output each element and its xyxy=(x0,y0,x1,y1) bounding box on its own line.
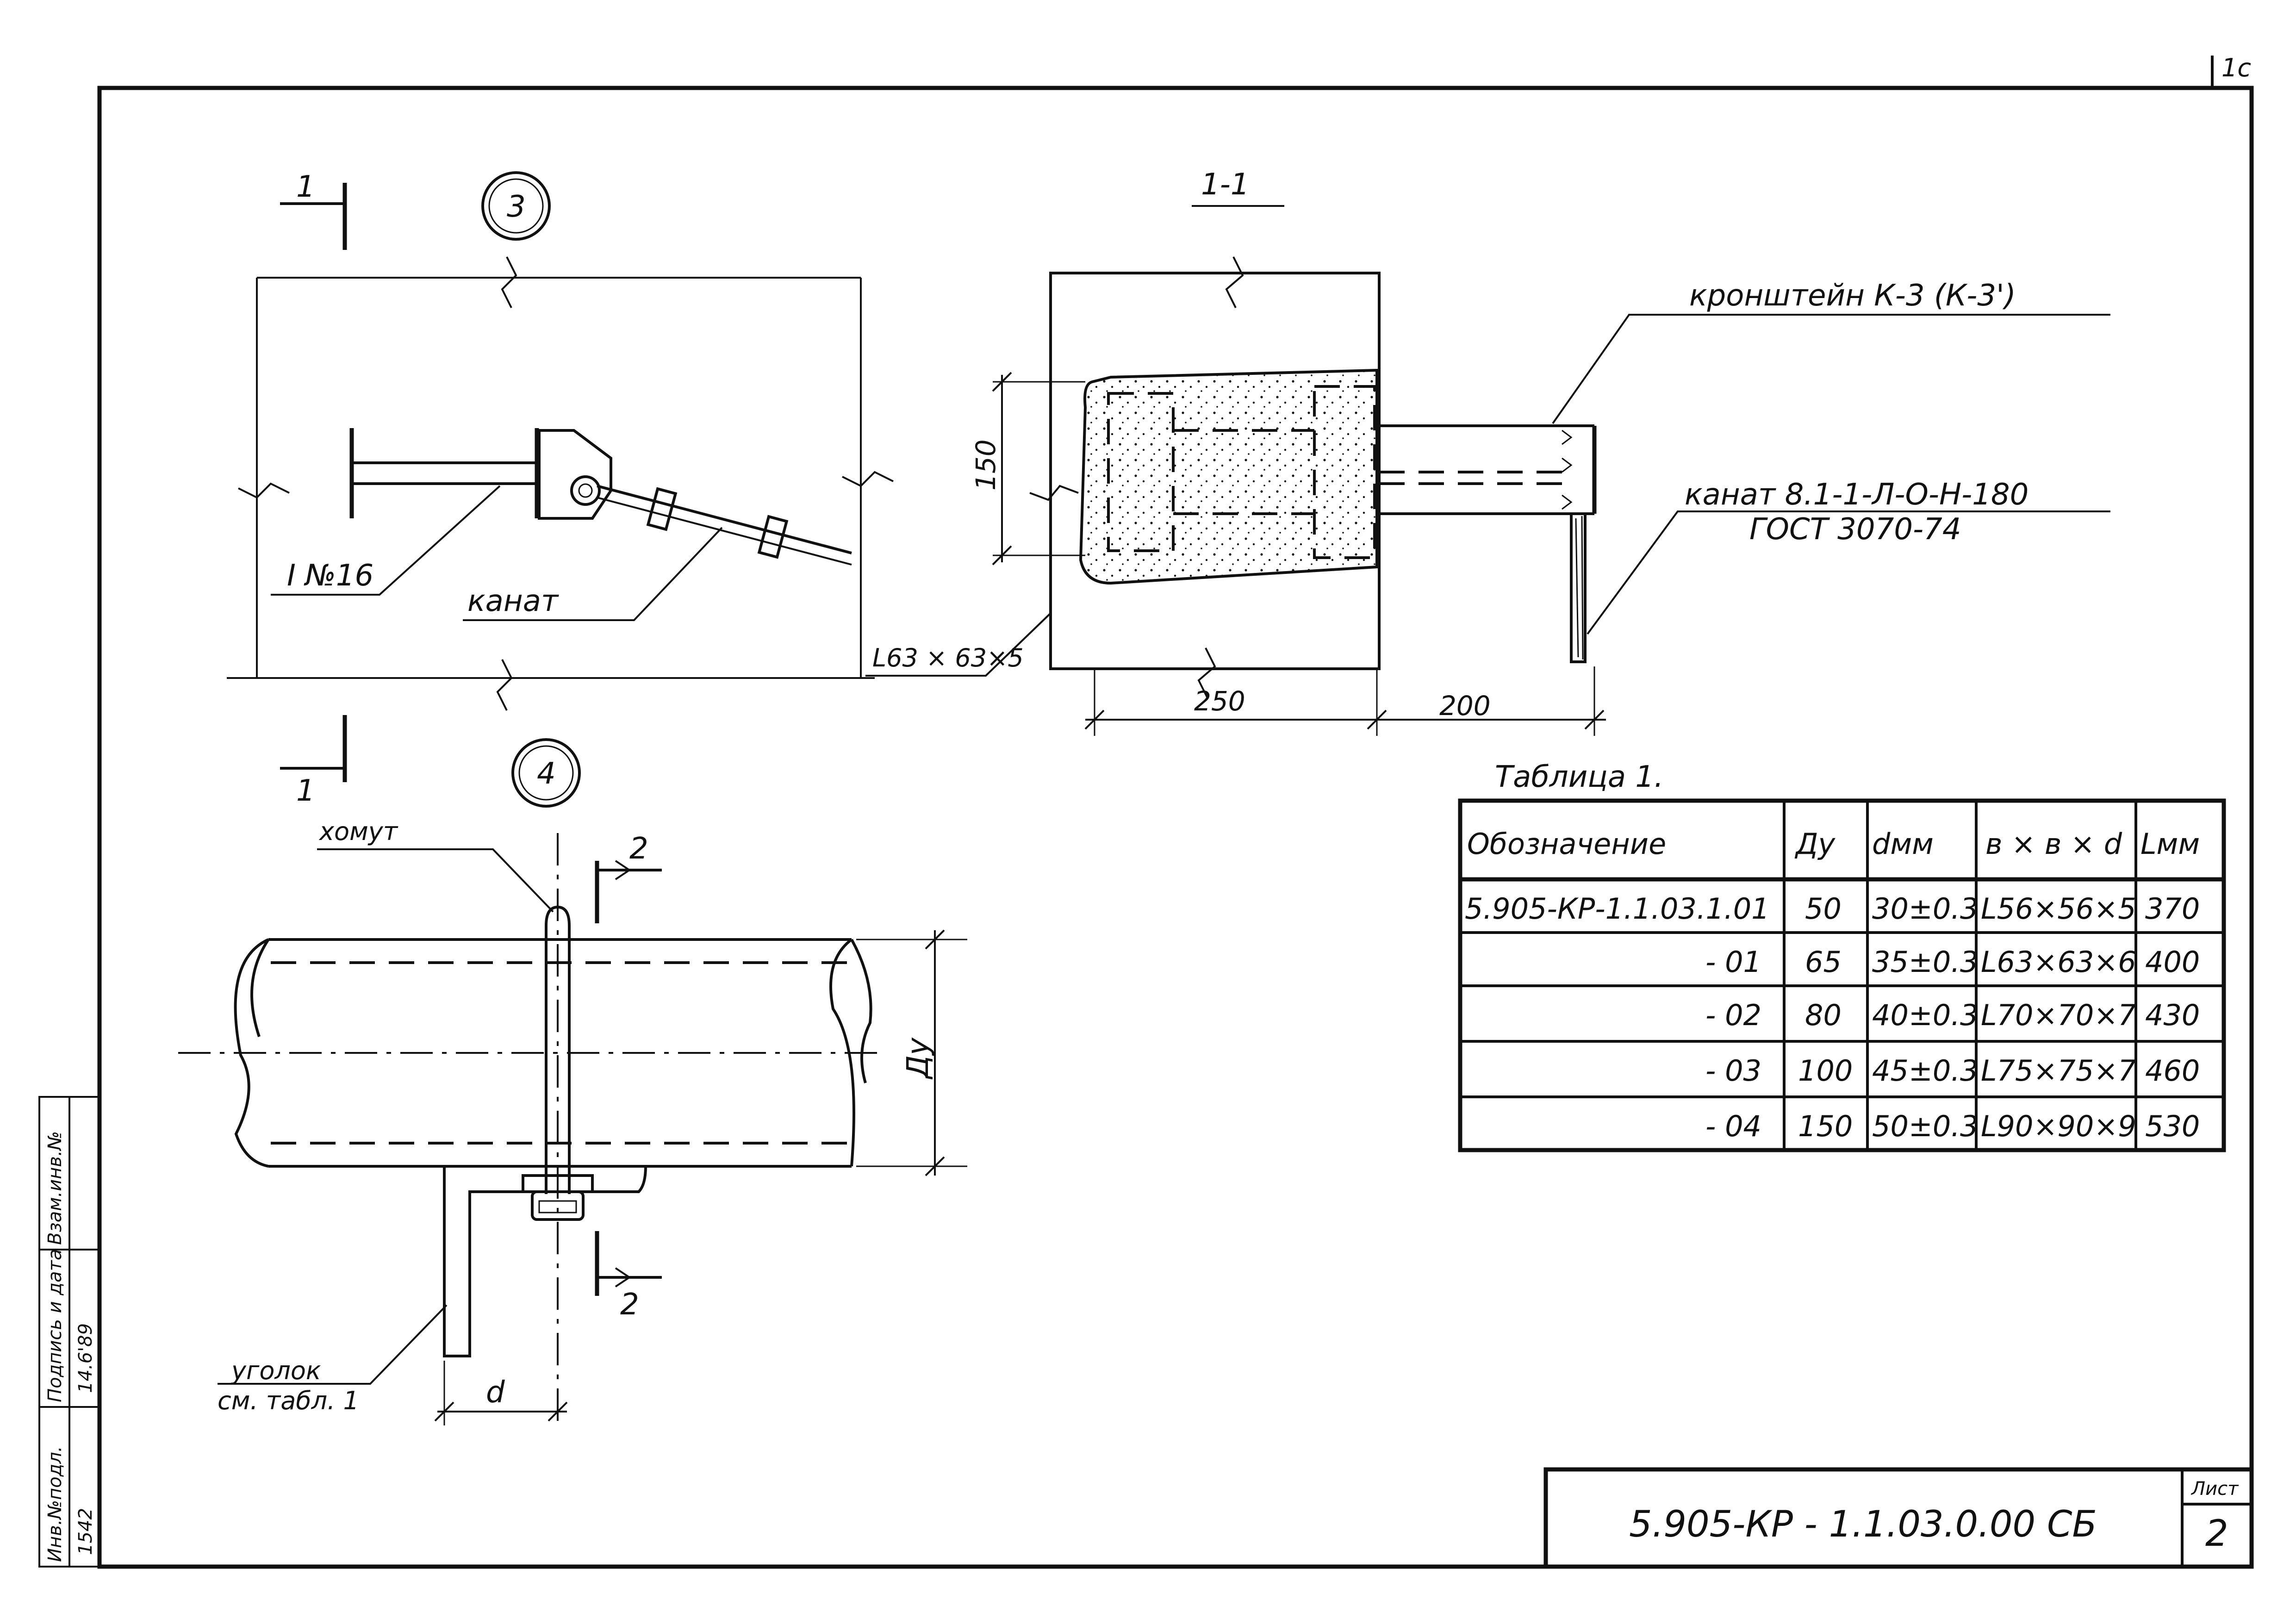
i-beam xyxy=(349,428,539,518)
angle-label-line2: см. табл. 1 xyxy=(218,1386,359,1415)
table-cell-r4-c3: L90×90×9 xyxy=(1981,1109,2136,1143)
side-stamp-inv-value: 1542 xyxy=(75,1508,96,1555)
table-cell-r3-c1: 100 xyxy=(1798,1054,1853,1088)
beam-label: I №16 xyxy=(287,559,373,593)
sheet-number: 2 xyxy=(2205,1513,2228,1555)
pipe xyxy=(178,938,879,1168)
table-cell-r3-c2: 45±0.3 xyxy=(1872,1054,1978,1088)
table-cell-r2-c1: 80 xyxy=(1805,998,1842,1032)
lug-plate xyxy=(538,429,612,520)
table-cell-r0-c2: 30±0.3 xyxy=(1872,892,1978,926)
section-mark-2-top: 2 xyxy=(595,832,662,923)
table-cell-r4-c2: 50±0.3 xyxy=(1872,1109,1978,1143)
table-1: Таблица 1. Обозначение Ду dмм в × в × d … xyxy=(1458,760,2226,1152)
svg-text:2: 2 xyxy=(620,1288,639,1322)
table-cell-r3-c0: - 03 xyxy=(1705,1054,1761,1088)
table-cell-r1-c1: 65 xyxy=(1805,945,1842,979)
table-cell-r4-c1: 150 xyxy=(1798,1109,1853,1143)
table-header-designation: Обозначение xyxy=(1467,827,1666,861)
table-cell-r0-c3: L56×56×5 xyxy=(1981,892,2136,926)
table-cell-r1-c4: 400 xyxy=(2145,945,2200,979)
dim-d: d xyxy=(486,1375,505,1410)
cable xyxy=(597,485,852,566)
side-stamp-inv-header: Инв.№подл. xyxy=(44,1446,66,1562)
section-mark-2-bottom: 2 xyxy=(595,1231,662,1322)
side-stamp-sign-header: Подпись и дата xyxy=(44,1249,66,1402)
svg-text:1: 1 xyxy=(296,170,315,204)
table-cell-r2-c4: 430 xyxy=(2145,998,2200,1032)
side-stamp-sign-value: 14.6'89 xyxy=(75,1323,96,1393)
side-stamp: Инв.№подл. 1542 Подпись и дата 14.6'89 В… xyxy=(38,1096,100,1568)
table-header-l: Lмм xyxy=(2140,827,2200,861)
svg-text:1: 1 xyxy=(296,774,315,808)
table-cell-r2-c3: L70×70×7 xyxy=(1981,998,2136,1032)
sheet-label: Лист xyxy=(2190,1478,2239,1500)
section-mark-1-bottom: 1 xyxy=(280,715,347,808)
table-caption: Таблица 1. xyxy=(1495,760,1663,794)
table-cell-r4-c0: - 04 xyxy=(1705,1109,1761,1143)
clamp-rod xyxy=(545,833,571,1425)
table-cell-r1-c3: L63×63×6 xyxy=(1981,945,2136,979)
callout-4: 4 xyxy=(511,738,581,808)
table-header-d: dмм xyxy=(1872,827,1934,861)
table-cell-r0-c1: 50 xyxy=(1805,892,1842,926)
table-cell-r2-c0: - 02 xyxy=(1705,998,1761,1032)
cable-label: канат xyxy=(467,584,559,618)
view-3: 1 1 3 xyxy=(227,170,894,808)
table-cell-r3-c3: L75×75×7 xyxy=(1981,1054,2136,1088)
angle-label: L63 × 63×5 xyxy=(872,643,1024,672)
table-cell-r3-c4: 460 xyxy=(2145,1054,2200,1088)
callout-3: 3 xyxy=(481,171,551,241)
section-title: 1-1 xyxy=(1201,168,1250,202)
svg-text:2: 2 xyxy=(629,832,648,866)
dim-250: 250 xyxy=(1194,685,1245,717)
dim-200: 200 xyxy=(1439,690,1491,722)
title-block: 5.905-КР - 1.1.03.0.00 СБ Лист 2 xyxy=(1543,1467,2254,1569)
table-cell-r1-c0: - 01 xyxy=(1705,945,1761,979)
svg-text:4: 4 xyxy=(537,757,556,791)
section-1-1: 1-1 150 250 20 xyxy=(865,168,2110,736)
hanging-cable xyxy=(1570,514,1587,663)
angle-label-line1: уголок xyxy=(230,1356,321,1385)
side-stamp-replace-header: Взам.инв.№ xyxy=(44,1131,66,1245)
table-cell-r2-c2: 40±0.3 xyxy=(1872,998,1978,1032)
clamp-label: хомут xyxy=(318,817,398,846)
table-cell-r1-c2: 35±0.3 xyxy=(1872,945,1978,979)
doc-code: 5.905-КР - 1.1.03.0.00 СБ xyxy=(1629,1504,2097,1545)
table-cell-r0-c0: 5.905-КР-1.1.03.1.01 xyxy=(1465,892,1770,926)
section-mark-1-top: 1 xyxy=(280,170,347,250)
dim-150: 150 xyxy=(970,439,1002,491)
table-header-du: Ду xyxy=(1794,827,1836,861)
support-angle xyxy=(443,1166,647,1357)
view-4: 4 2 2 xyxy=(178,738,967,1425)
sheet-frame: 1с xyxy=(97,53,2254,1569)
corner-mark: 1с xyxy=(2221,53,2251,82)
svg-text:3: 3 xyxy=(507,190,526,224)
table-header-angle: в × в × d xyxy=(1985,827,2122,861)
cable-gost: ГОСТ 3070-74 xyxy=(1749,512,1961,547)
table-cell-r4-c4: 530 xyxy=(2145,1109,2200,1143)
dim-du: Ду xyxy=(901,1037,935,1080)
bracket-label: кронштейн К-3 (К-3') xyxy=(1689,279,2016,313)
cable-spec: канат 8.1-1-Л-О-Н-180 xyxy=(1685,478,2028,512)
table-cell-r0-c4: 370 xyxy=(2145,892,2200,926)
